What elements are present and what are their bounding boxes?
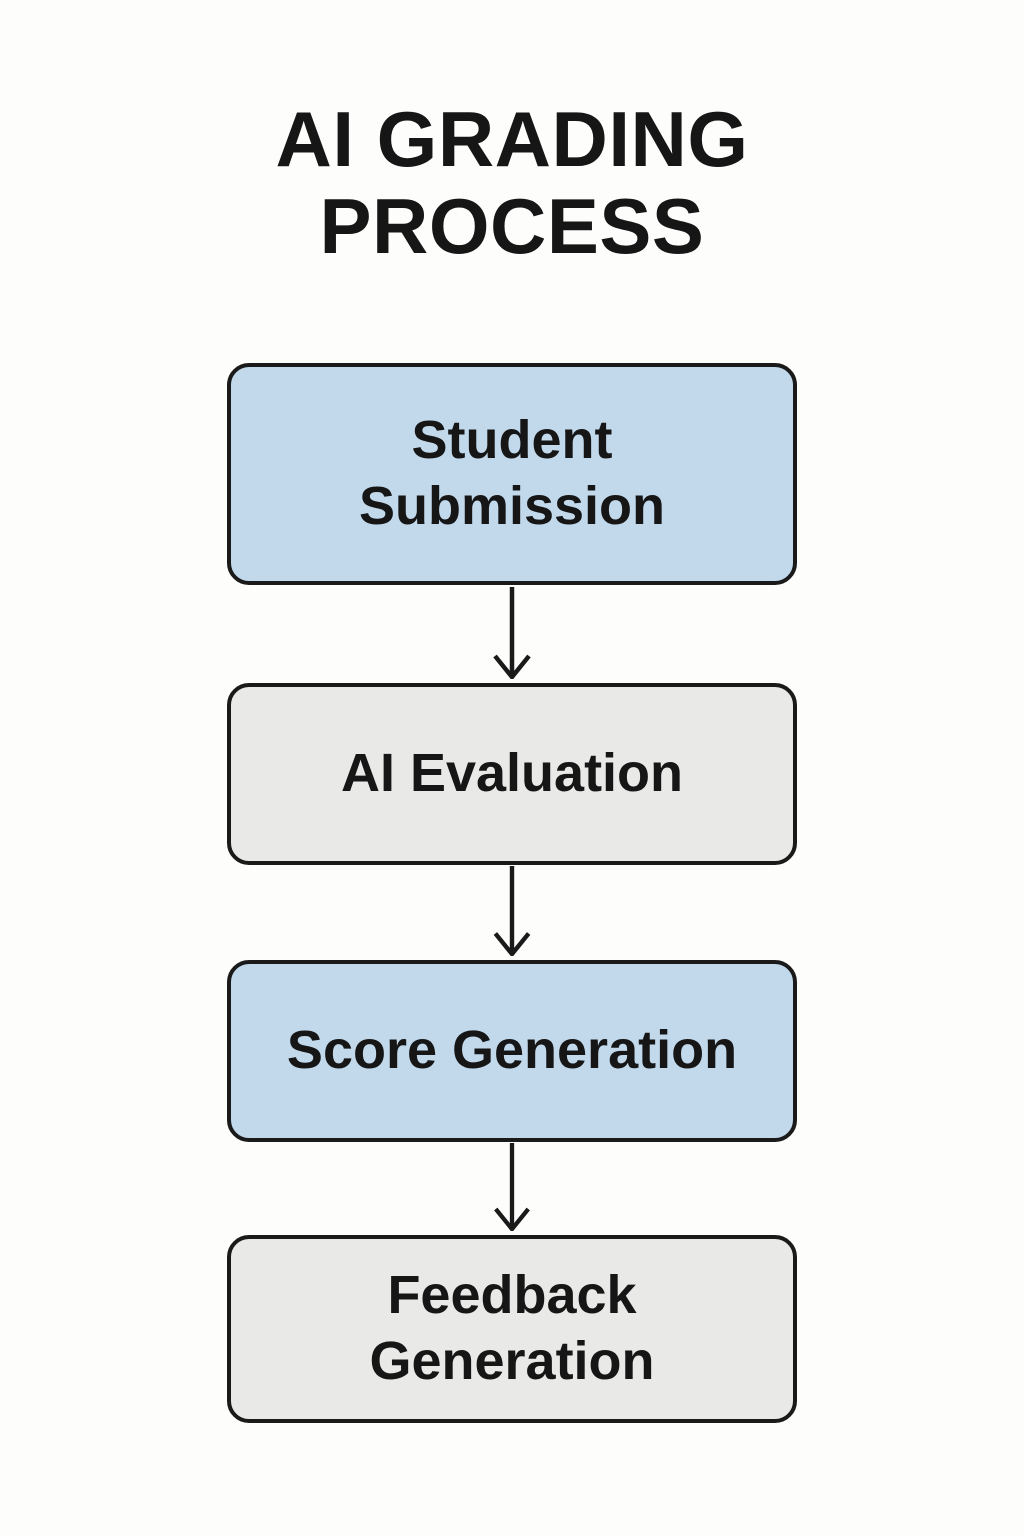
flow-node-label: Score Generation xyxy=(286,1020,738,1081)
flow-node-feedback-generation: Feedback Generation xyxy=(227,1235,797,1423)
flow-node-label: Student Submission xyxy=(358,410,666,536)
flow-node-label: Feedback Generation xyxy=(369,1265,655,1391)
flow-node-label: AI Evaluation xyxy=(340,743,684,804)
flow-node-ai-evaluation: AI Evaluation xyxy=(227,683,797,865)
flow-node-score-generation: Score Generation xyxy=(227,960,797,1142)
arrow-down-icon xyxy=(493,587,531,679)
arrow-down-icon xyxy=(493,866,531,956)
arrow-down-icon xyxy=(494,1143,530,1231)
page-title: AI GRADING PROCESS xyxy=(275,95,749,271)
flow-node-student-submission: Student Submission xyxy=(227,363,797,585)
